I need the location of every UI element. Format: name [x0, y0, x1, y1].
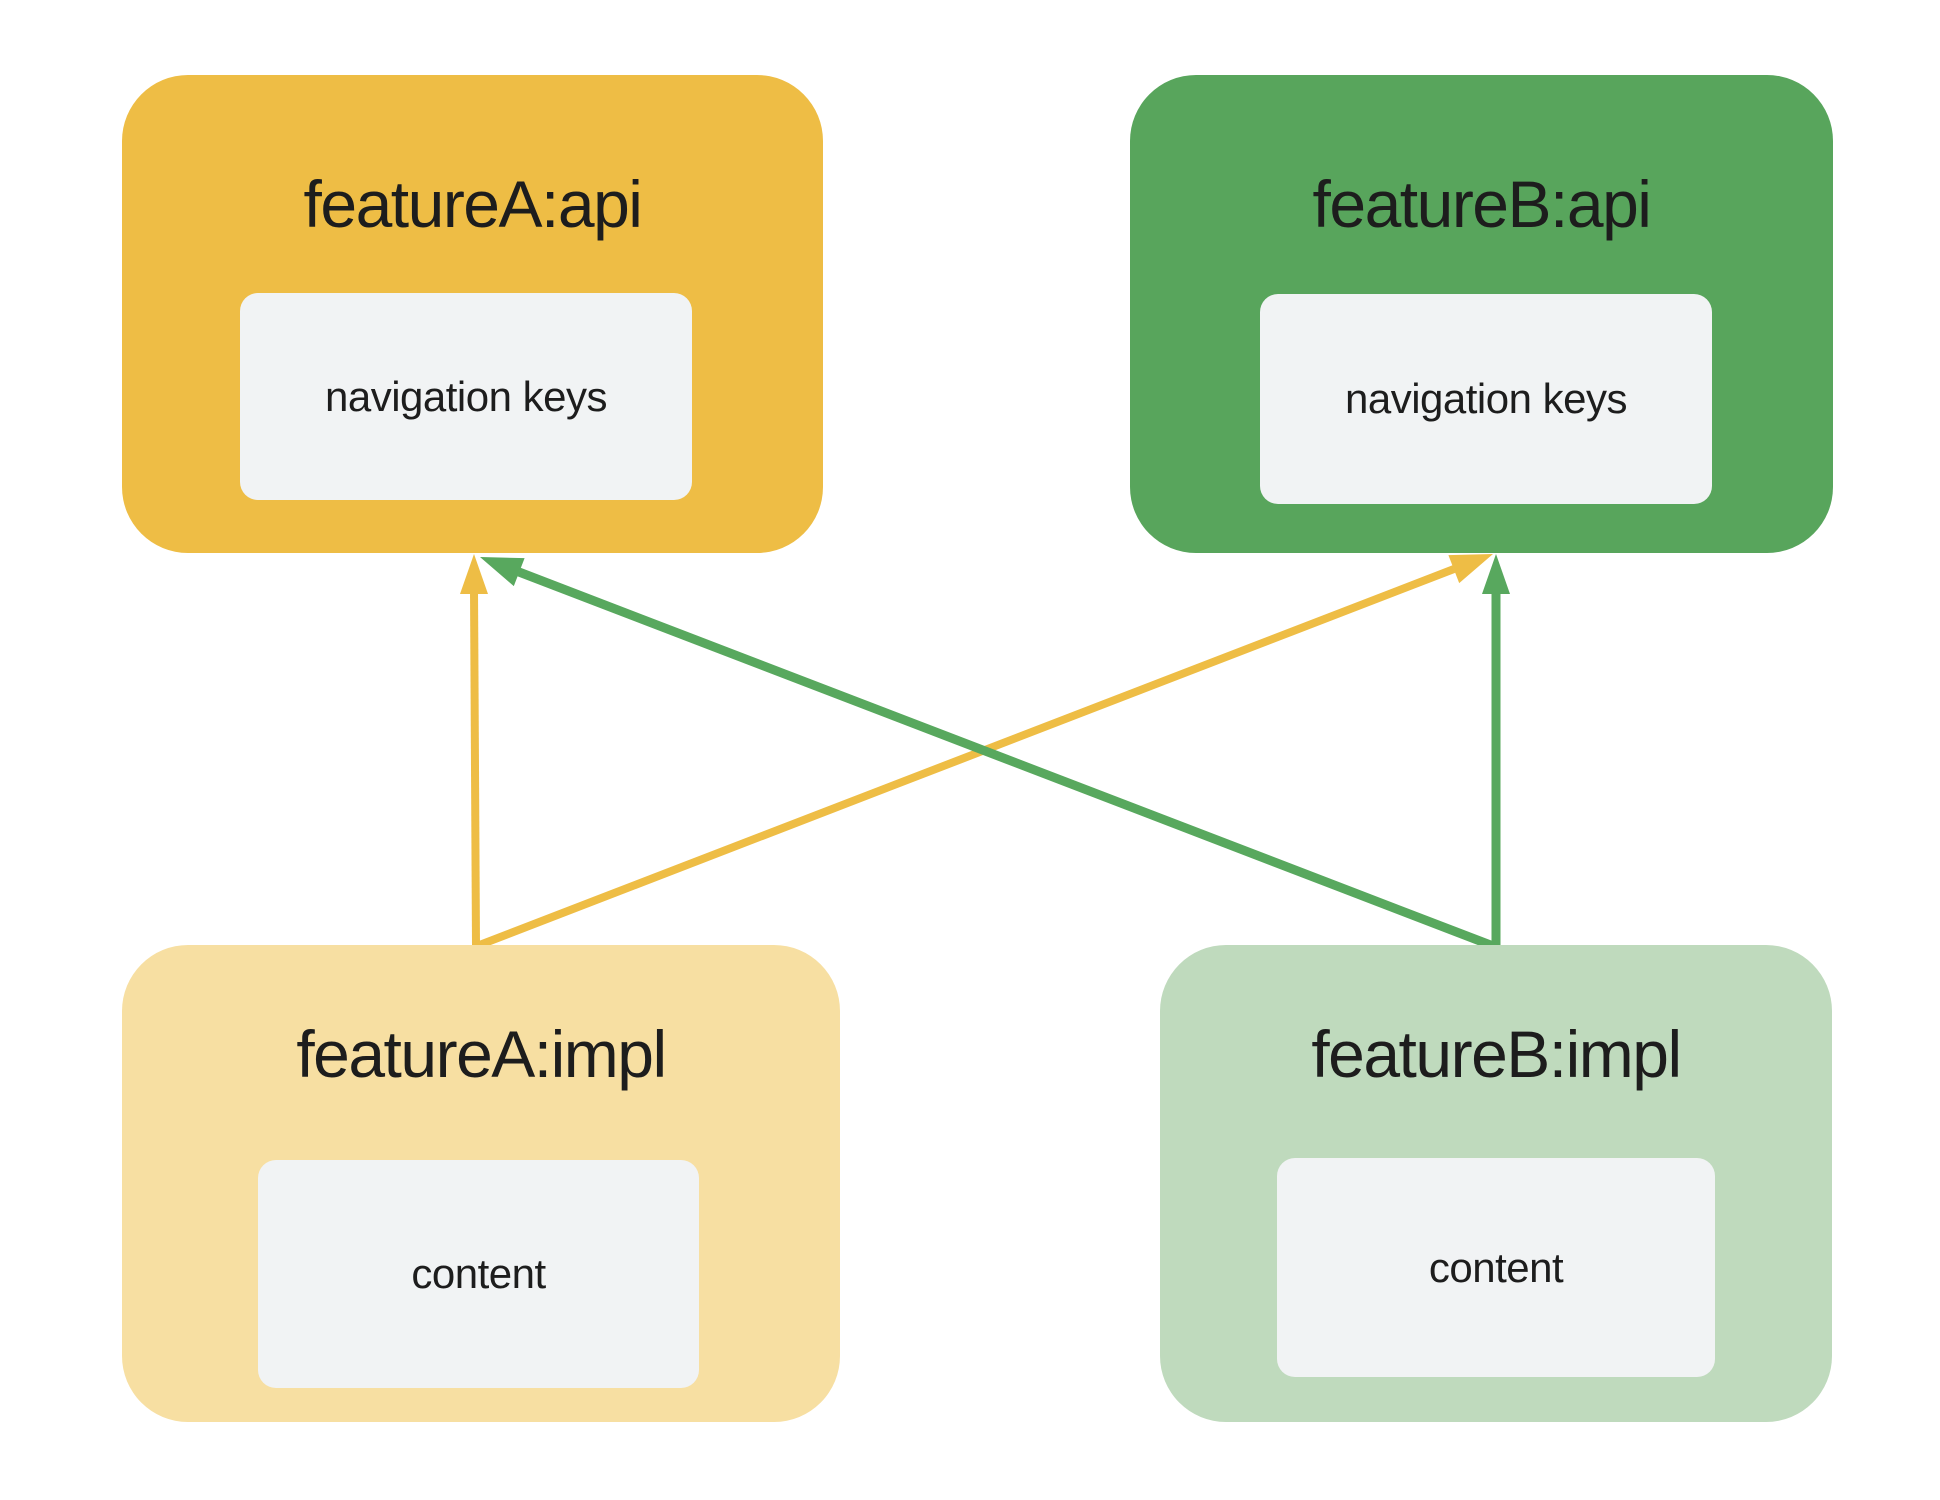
- inner-box-featureB-api: navigation keys: [1260, 294, 1712, 504]
- node-featureA-impl: featureA:impl content: [122, 945, 840, 1422]
- inner-box-label: navigation keys: [1344, 375, 1628, 422]
- inner-box-label: content: [1428, 1243, 1564, 1291]
- node-title-featureB-impl: featureB:impl: [1311, 1017, 1682, 1091]
- inner-box-featureB-impl: content: [1277, 1158, 1715, 1377]
- node-featureB-api: featureB:api navigation keys: [1130, 75, 1833, 553]
- node-featureB-impl: featureB:impl content: [1160, 945, 1832, 1422]
- node-featureA-api: featureA:api navigation keys: [122, 75, 823, 553]
- inner-box-featureA-api: navigation keys: [240, 293, 692, 500]
- node-title-featureA-api: featureA:api: [303, 167, 643, 241]
- node-title-featureB-api: featureB:api: [1312, 167, 1652, 241]
- inner-box-label: navigation keys: [324, 372, 608, 420]
- node-title-featureA-impl: featureA:impl: [296, 1017, 667, 1091]
- edge-featureA-impl-to-featureA-api: [460, 554, 488, 947]
- inner-box-label: content: [411, 1250, 546, 1297]
- edge-featureB-impl-to-featureB-api: [1482, 554, 1510, 946]
- edge-featureA-impl-to-featureB-api: [475, 554, 1493, 950]
- inner-box-featureA-impl: content: [258, 1160, 699, 1388]
- edge-featureB-impl-to-featureA-api: [480, 557, 1495, 951]
